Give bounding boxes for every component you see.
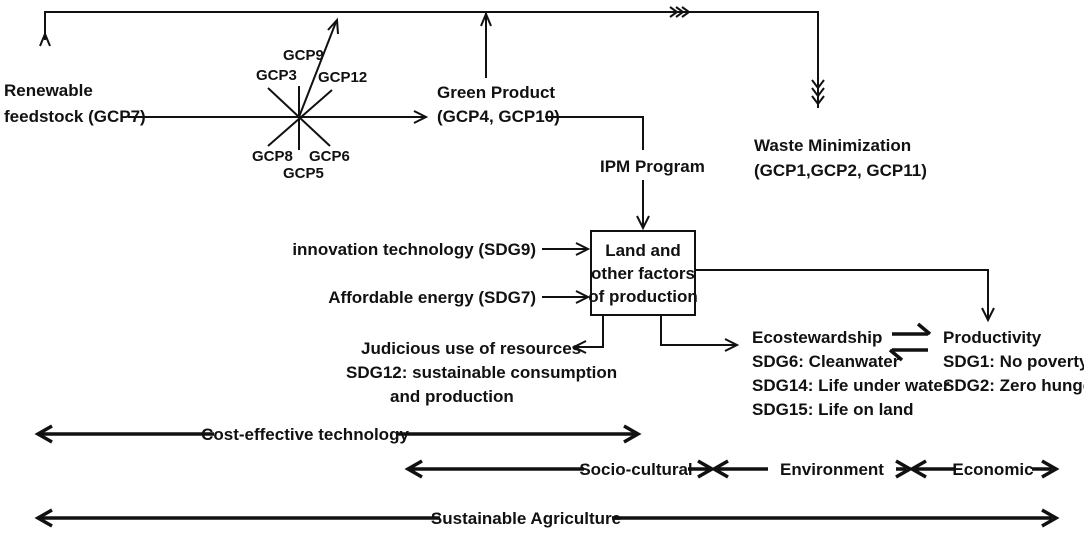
equilibrium-forward-head [916, 322, 932, 336]
star-label-gcp3: GCP3 [256, 67, 297, 84]
ipm-label: IPM Program [600, 157, 705, 176]
star-label-gcp8: GCP8 [252, 148, 293, 165]
waste-triple-chevron [811, 79, 825, 106]
star-line-gcp12-gcp8 [267, 89, 333, 147]
ipm-to-land-arrowhead [636, 215, 650, 231]
band-label-socio-cultural: Socio-cultural [579, 460, 692, 479]
renewable-label-line1: Renewable [4, 81, 93, 100]
land-to-judicious-line [576, 315, 604, 348]
green-to-ipm-line [545, 116, 644, 150]
star-arrowhead-gcp9 [327, 17, 339, 35]
productivity-label-line2: SDG1: No poverty [943, 352, 1084, 371]
green-up-arrowhead [480, 11, 492, 27]
star-label-gcp9: GCP9 [283, 47, 324, 64]
eco-label-line2: SDG6: Cleanwater [752, 352, 900, 371]
productivity-label-line1: Productivity [943, 328, 1042, 347]
sustainable-left-head [34, 508, 53, 528]
innovation-arrowhead [575, 242, 591, 256]
band-label-economic: Economic [952, 460, 1033, 479]
green-product-label-line2: (GCP4, GCP10) [437, 107, 560, 126]
star-label-gcp12: GCP12 [318, 69, 367, 86]
land-label-line1: Land and [605, 241, 681, 260]
waste-label-line2: (GCP1,GCP2, GCP11) [754, 161, 927, 180]
land-label-line3: of production [588, 287, 698, 306]
renewable-to-green-arrowhead [413, 110, 429, 124]
top-loop-line [44, 11, 819, 108]
equilibrium-back-head [888, 348, 904, 362]
green-product-label-line1: Green Product [437, 83, 555, 102]
waste-label-line1: Waste Minimization [754, 136, 911, 155]
renewable-label-line2: feedstock (GCP7) [4, 107, 146, 126]
eco-label-line4: SDG15: Life on land [752, 400, 914, 419]
cost-effective-left-head [34, 424, 53, 444]
judicious-label-line1: Judicious use of resources [361, 339, 581, 358]
star-line-gcp9 [298, 21, 337, 118]
productivity-label-line3: SDG2: Zero hunger [943, 376, 1084, 395]
economic-left-head [908, 459, 927, 479]
environment-left-head [710, 459, 729, 479]
economic-right-head [1041, 459, 1060, 479]
socio-left-head [404, 459, 423, 479]
innovation-label: innovation technology (SDG9) [292, 240, 536, 259]
judicious-label-line2: SDG12: sustainable consumption [346, 363, 617, 382]
star-label-gcp5: GCP5 [283, 165, 324, 182]
land-to-eco-line [660, 315, 735, 346]
land-to-productivity-arrowhead [981, 307, 995, 323]
sustainable-right-head [1041, 508, 1060, 528]
land-box [590, 230, 696, 316]
energy-label: Affordable energy (SDG7) [328, 288, 536, 307]
land-to-eco-arrowhead [724, 338, 740, 352]
band-label-sustainable: Sustainable Agriculture [431, 509, 621, 528]
band-label-environment: Environment [780, 460, 884, 479]
band-label-cost-effective: Cost-effective technology [201, 425, 409, 444]
judicious-label-line3: and production [390, 387, 514, 406]
top-loop-up-arrowhead [39, 31, 51, 47]
top-loop-triple-chevron [669, 6, 691, 18]
gcp-star [267, 17, 339, 150]
cost-effective-right-head [623, 424, 642, 444]
land-to-judicious-arrowhead [571, 340, 587, 354]
eco-label-line1: Ecostewardship [752, 328, 882, 347]
land-to-productivity-line [695, 269, 989, 318]
eco-label-line3: SDG14: Life under water [752, 376, 950, 395]
energy-arrowhead [575, 290, 591, 304]
star-label-gcp6: GCP6 [309, 148, 350, 165]
land-label-line2: other factors [591, 264, 695, 283]
star-line-gcp3-gcp6 [267, 87, 331, 147]
